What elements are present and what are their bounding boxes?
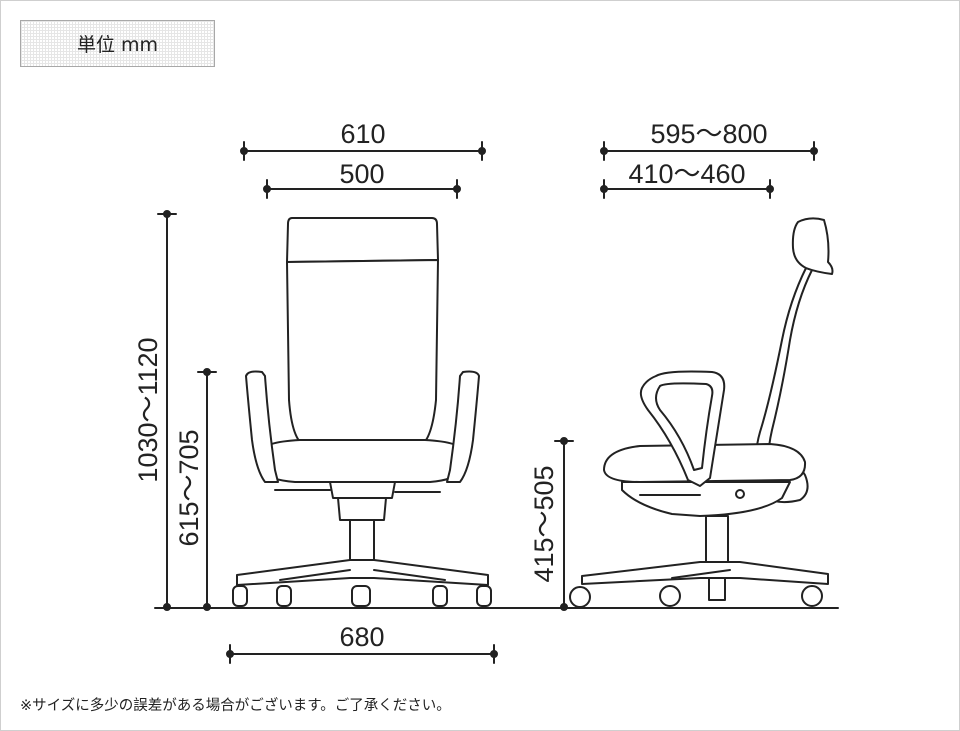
unit-label-box: 単位 mm	[20, 20, 215, 67]
dim-armrest-height: 615〜705	[174, 429, 204, 546]
dim-side-seat-depth: 410〜460	[628, 159, 745, 189]
dim-front-seat-width: 500	[339, 159, 384, 189]
chair-side-view	[569, 217, 834, 608]
dim-total-height: 1030〜1120	[133, 337, 163, 482]
dimension-lines	[157, 141, 818, 664]
unit-label: 単位 mm	[76, 34, 159, 56]
dim-front-overall-width: 610	[340, 119, 385, 149]
tolerance-note: ※サイズに多少の誤差がある場合がございます。ご了承ください。	[20, 698, 451, 714]
dim-side-overall-depth: 595〜800	[650, 119, 767, 149]
dim-base-width: 680	[339, 622, 384, 652]
chair-front-view	[232, 217, 492, 607]
dim-seat-height: 415〜505	[529, 465, 559, 582]
